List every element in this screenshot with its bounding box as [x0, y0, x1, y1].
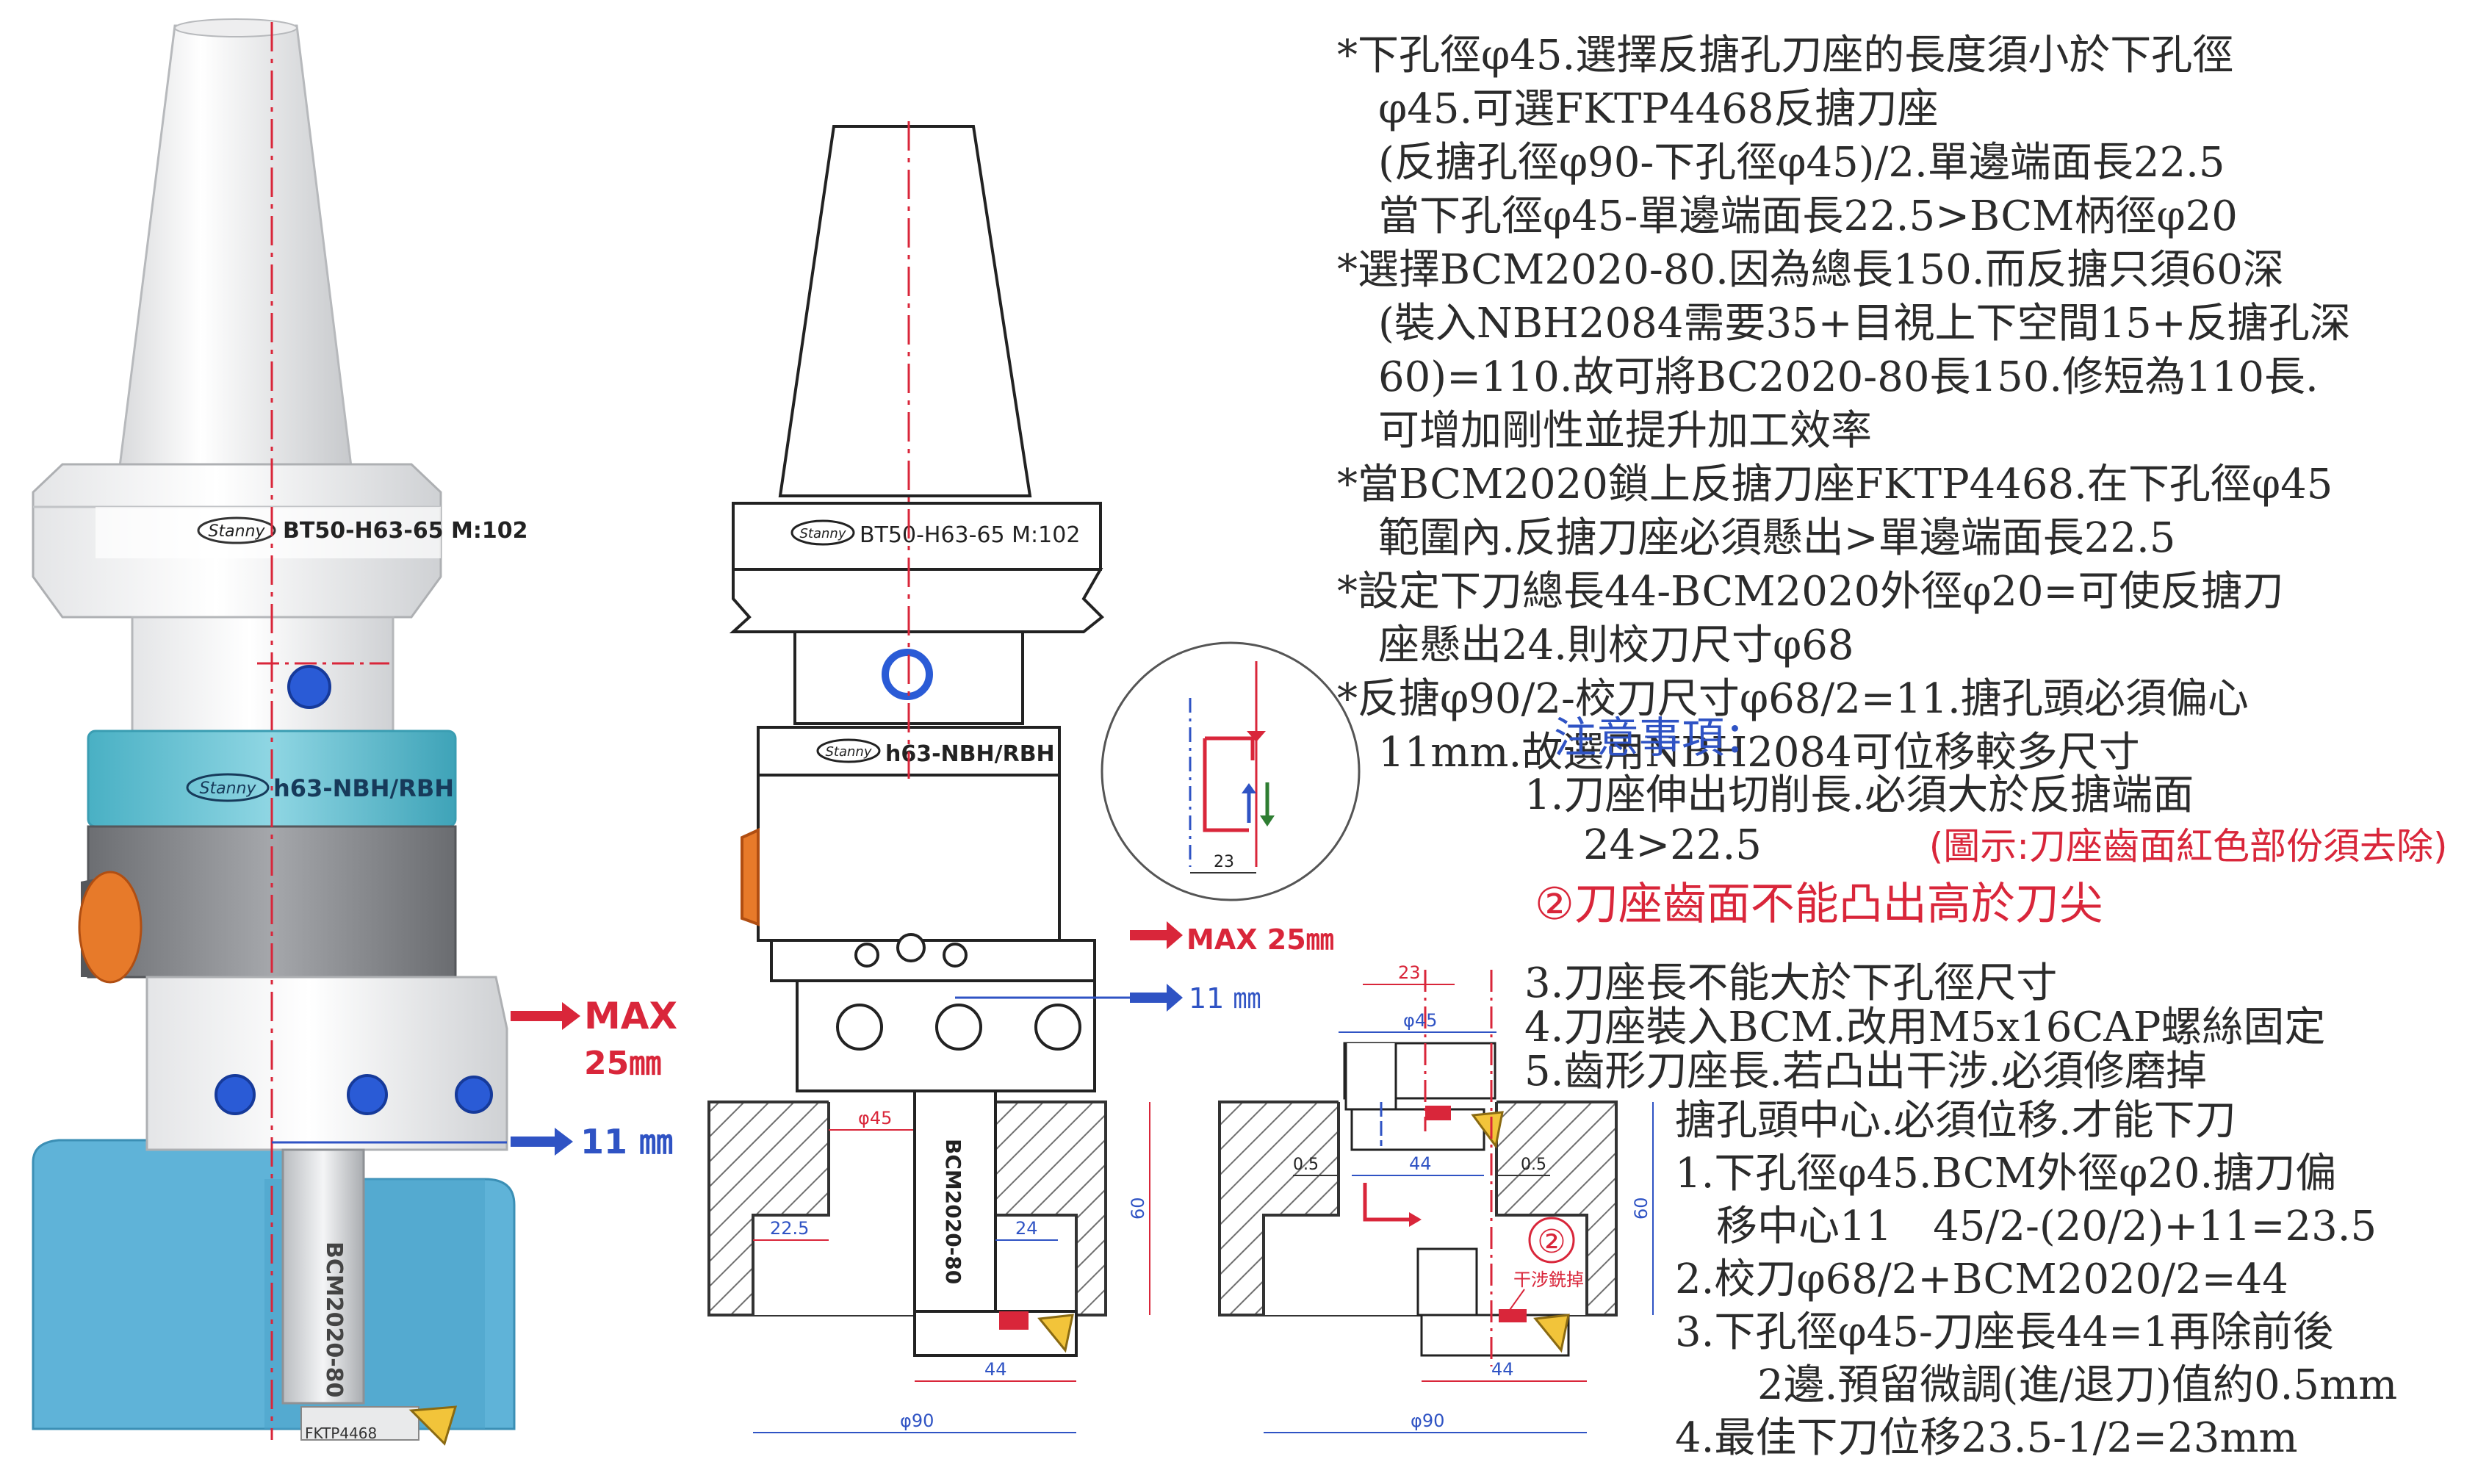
blue-plug — [287, 665, 331, 709]
max-arrow — [1130, 921, 1183, 949]
dim-phi90: φ90 — [1411, 1411, 1444, 1431]
dim-44-bottom: 44 — [1491, 1359, 1514, 1380]
offset-arrow — [1130, 984, 1183, 1012]
taper-cone — [778, 125, 1032, 497]
note-line: *下孔徑φ45.選擇反搪孔刀座的長度須小於下孔徑 — [1337, 32, 2234, 79]
cutting-insert — [1037, 1314, 1074, 1353]
note-line: 2邊.預留微調(進/退刀)值約0.5mm — [1675, 1361, 2398, 1409]
note-line: 移中心11 45/2-(20/2)+11=23.5 — [1675, 1203, 2377, 1250]
caution-item: 4.刀座裝入BCM.改用M5x16CAP螺絲固定 — [1524, 1004, 2326, 1051]
design-notes: *下孔徑φ45.選擇反搪孔刀座的長度須小於下孔徑 φ45.可選FKTP4468反… — [1337, 35, 2351, 786]
blue-plug — [882, 649, 933, 700]
dim-60: 60 — [1631, 1197, 1651, 1220]
dim-0-5-left: 0.5 — [1293, 1156, 1319, 1174]
caution-item: 1.刀座伸出切削長.必須大於反搪端面 — [1524, 771, 2194, 819]
note-line: 2.校刀φ68/2+BCM2020/2=44 — [1675, 1256, 2288, 1303]
caution-notes: 注意事項： 1.刀座伸出切削長.必須大於反搪端面 24>22.5 (圖示:刀座齒… — [1524, 716, 2448, 1095]
brand-text: Stanny — [209, 522, 266, 541]
note-line: 當下孔徑φ45-單邊端面長22.5>BCM柄徑φ20 — [1337, 192, 2238, 240]
brand-text: Stanny — [200, 779, 257, 798]
brand-logo — [790, 519, 855, 546]
caution-item: 3.刀座長不能大於下孔徑尺寸 — [1524, 959, 2058, 1007]
taper-cone — [118, 24, 353, 468]
dim-22-5: 22.5 — [770, 1218, 809, 1239]
note-line: 座懸出24.則校刀尺寸φ68 — [1337, 622, 1854, 669]
dim-24: 24 — [1015, 1218, 1038, 1239]
note-line: 範圍內.反搪刀座必須懸出>單邊端面長22.5 — [1337, 514, 2176, 562]
holder-model-label: BT50-H63-65 M:102 — [283, 518, 528, 544]
insert-model-label: FKTP4468 — [305, 1424, 377, 1442]
max-label: MAX 25㎜ — [1186, 923, 1334, 956]
note-line: 可增加剛性並提升加工效率 — [1337, 407, 1872, 455]
note-line: *當BCM2020鎖上反搪刀座FKTP4468.在下孔徑φ45 — [1337, 461, 2333, 508]
detail-inset: 23 — [1101, 641, 1361, 901]
note-line: 4.最佳下刀位移23.5-1/2=23mm — [1675, 1414, 2298, 1462]
dim-phi45: φ45 — [1403, 1010, 1437, 1031]
max-label: MAX — [584, 995, 677, 1037]
head-model-label: h63-NBH/RBH — [885, 741, 1055, 767]
tool-technical-drawing: Stanny BT50-H63-65 M:102 Stanny h63-NBH/… — [707, 121, 1334, 1433]
note-line: *設定下刀總長44-BCM2020外徑φ20=可使反搪刀 — [1337, 568, 2284, 616]
head-model-label: h63-NBH/RBH — [273, 774, 454, 802]
interference-note: 干涉銑掉 — [1513, 1269, 1584, 1290]
dim-phi45: φ45 — [858, 1108, 892, 1128]
note-line: 3.下孔徑φ45-刀座長44=1再除前後 — [1675, 1308, 2334, 1356]
dial-scale — [78, 871, 143, 984]
boring-section-view: ② 干涉銑掉 23 φ45 44 0.5 0.5 60 44 φ90 — [1218, 962, 1654, 1433]
note-line: *反搪φ90/2-校刀尺寸φ68/2=11.搪孔頭必須偏心 — [1337, 675, 2249, 723]
caution-item: 5.齒形刀座長.若凸出干涉.必須修磨掉 — [1524, 1048, 2208, 1095]
offset-notes: 搪孔頭中心.必須位移.才能下刀 1.下孔徑φ45.BCM外徑φ20.搪刀偏 移中… — [1675, 1101, 2397, 1471]
blue-plug — [347, 1074, 388, 1115]
blue-plug — [455, 1076, 493, 1114]
note-line: (裝入NBH2084需要35+目視上下空間15+反搪孔深 — [1337, 300, 2351, 347]
note-line: 60)=110.故可將BC2020-80長150.修短為110長. — [1337, 353, 2319, 401]
note-line: 搪孔頭中心.必須位移.才能下刀 — [1675, 1097, 2236, 1145]
caution-item1-value: 24>22.5 — [1583, 821, 1762, 869]
note-line: 1.下孔徑φ45.BCM外徑φ20.搪刀偏 — [1675, 1150, 2337, 1197]
offset-label: 11 ㎜ — [1189, 982, 1261, 1015]
caution-item2: ②刀座齒面不能凸出高於刀尖 — [1535, 882, 2448, 963]
cutting-insert — [408, 1405, 458, 1446]
note-line: φ45.可選FKTP4468反搪刀座 — [1337, 85, 1939, 133]
max-arrow — [511, 1002, 580, 1030]
caution-item-values: 24>22.5 (圖示:刀座齒面紅色部份須去除) — [1524, 825, 2448, 882]
dim-phi90: φ90 — [900, 1411, 934, 1431]
dim-0-5-right: 0.5 — [1521, 1156, 1546, 1174]
brand-logo — [197, 516, 276, 544]
bar-model-label: BCM2020-80 — [941, 1139, 965, 1284]
offset-arrow — [511, 1128, 573, 1156]
holder-model-label: BT50-H63-65 M:102 — [860, 522, 1080, 548]
dial-scale — [741, 827, 760, 926]
caution-item2-num: ② — [1535, 879, 1574, 930]
inset-dim-23: 23 — [1214, 853, 1234, 871]
max-value: 25㎜ — [584, 1045, 661, 1082]
caution-item1-note: (圖示:刀座齒面紅色部份須去除) — [1928, 825, 2448, 868]
brand-text: Stanny — [826, 744, 872, 760]
bar-model-label: BCM2020-80 — [321, 1242, 347, 1397]
note-line: 11mm.故選用NBH2084可位移較多尺寸 — [1337, 729, 2140, 777]
blue-plug — [215, 1074, 256, 1115]
caution-item2-text: 刀座齒面不能凸出高於刀尖 — [1574, 879, 2103, 930]
caution-title: 注意事項： — [1554, 713, 1768, 763]
circle-num: ② — [1537, 1223, 1566, 1261]
dim-44-top: 44 — [1409, 1153, 1432, 1174]
tool-assembly-render: Stanny BT50-H63-65 M:102 Stanny h63-NBH/… — [32, 18, 677, 1446]
brand-text: Stanny — [800, 526, 846, 541]
note-line: (反搪孔徑φ90-下孔徑φ45)/2.單邊端面長22.5 — [1337, 139, 2225, 187]
dim-23: 23 — [1398, 962, 1421, 983]
dim-60: 60 — [1128, 1197, 1148, 1220]
dim-44: 44 — [984, 1359, 1007, 1380]
note-line: *選擇BCM2020-80.因為總長150.而反搪只須60深 — [1337, 246, 2284, 294]
offset-value: 11 ㎜ — [580, 1122, 673, 1161]
